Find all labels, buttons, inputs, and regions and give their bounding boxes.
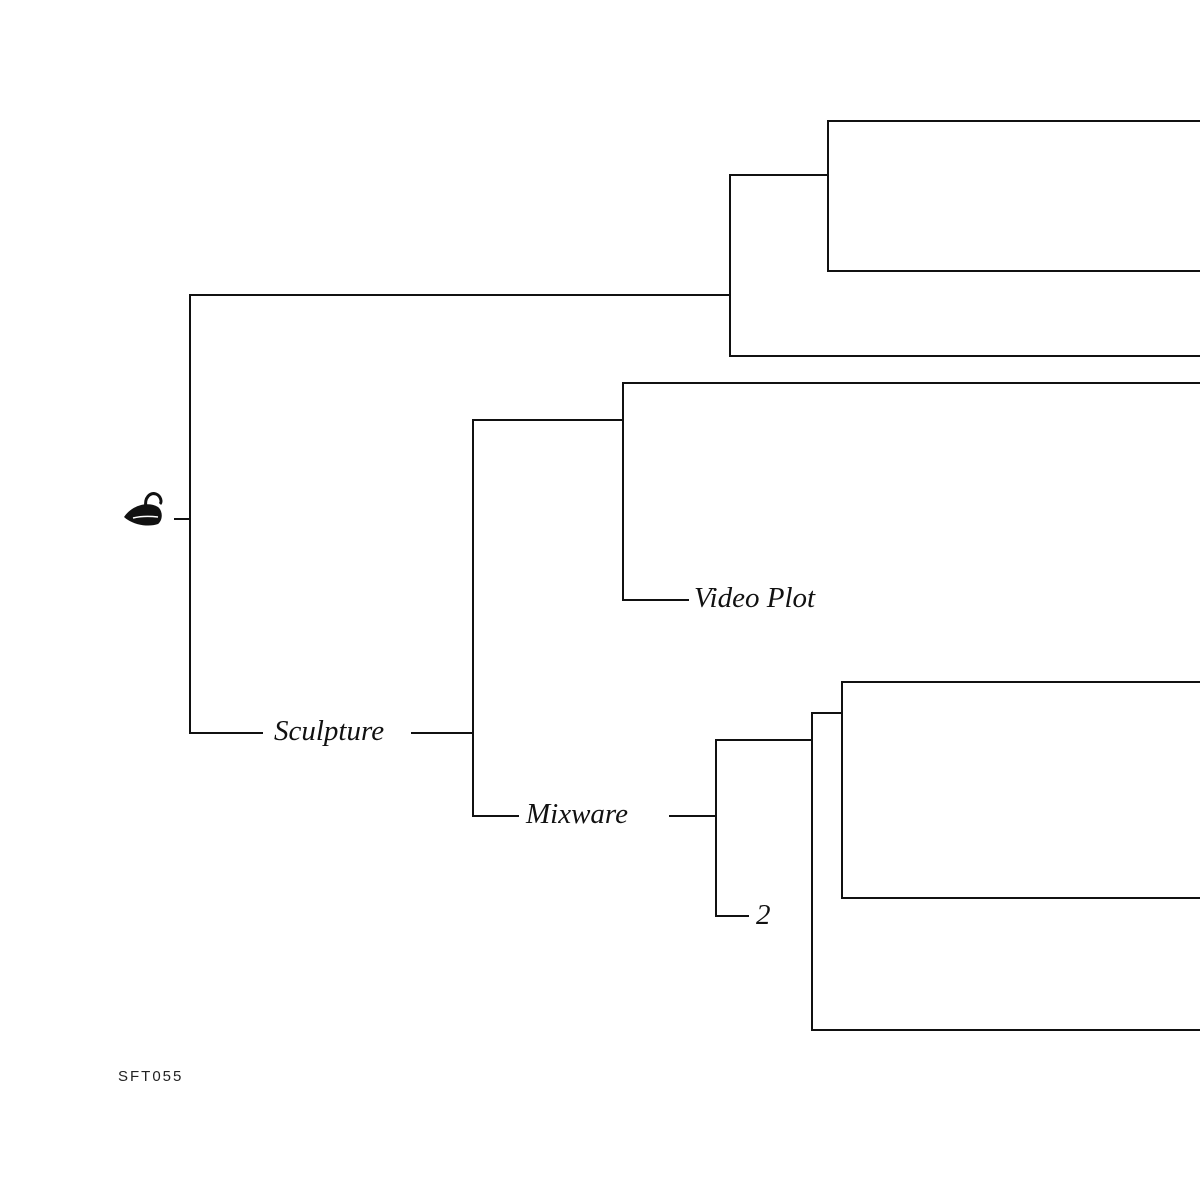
label-sculpture: Sculpture: [274, 715, 385, 747]
label-video-plot: Video Plot: [694, 582, 816, 614]
catalog-number: SFT055: [118, 1068, 184, 1085]
label-mixware: Mixware: [526, 798, 629, 830]
tree-lines: [174, 120, 1200, 1031]
label-two: 2: [756, 899, 771, 931]
swan-icon: [124, 492, 163, 526]
